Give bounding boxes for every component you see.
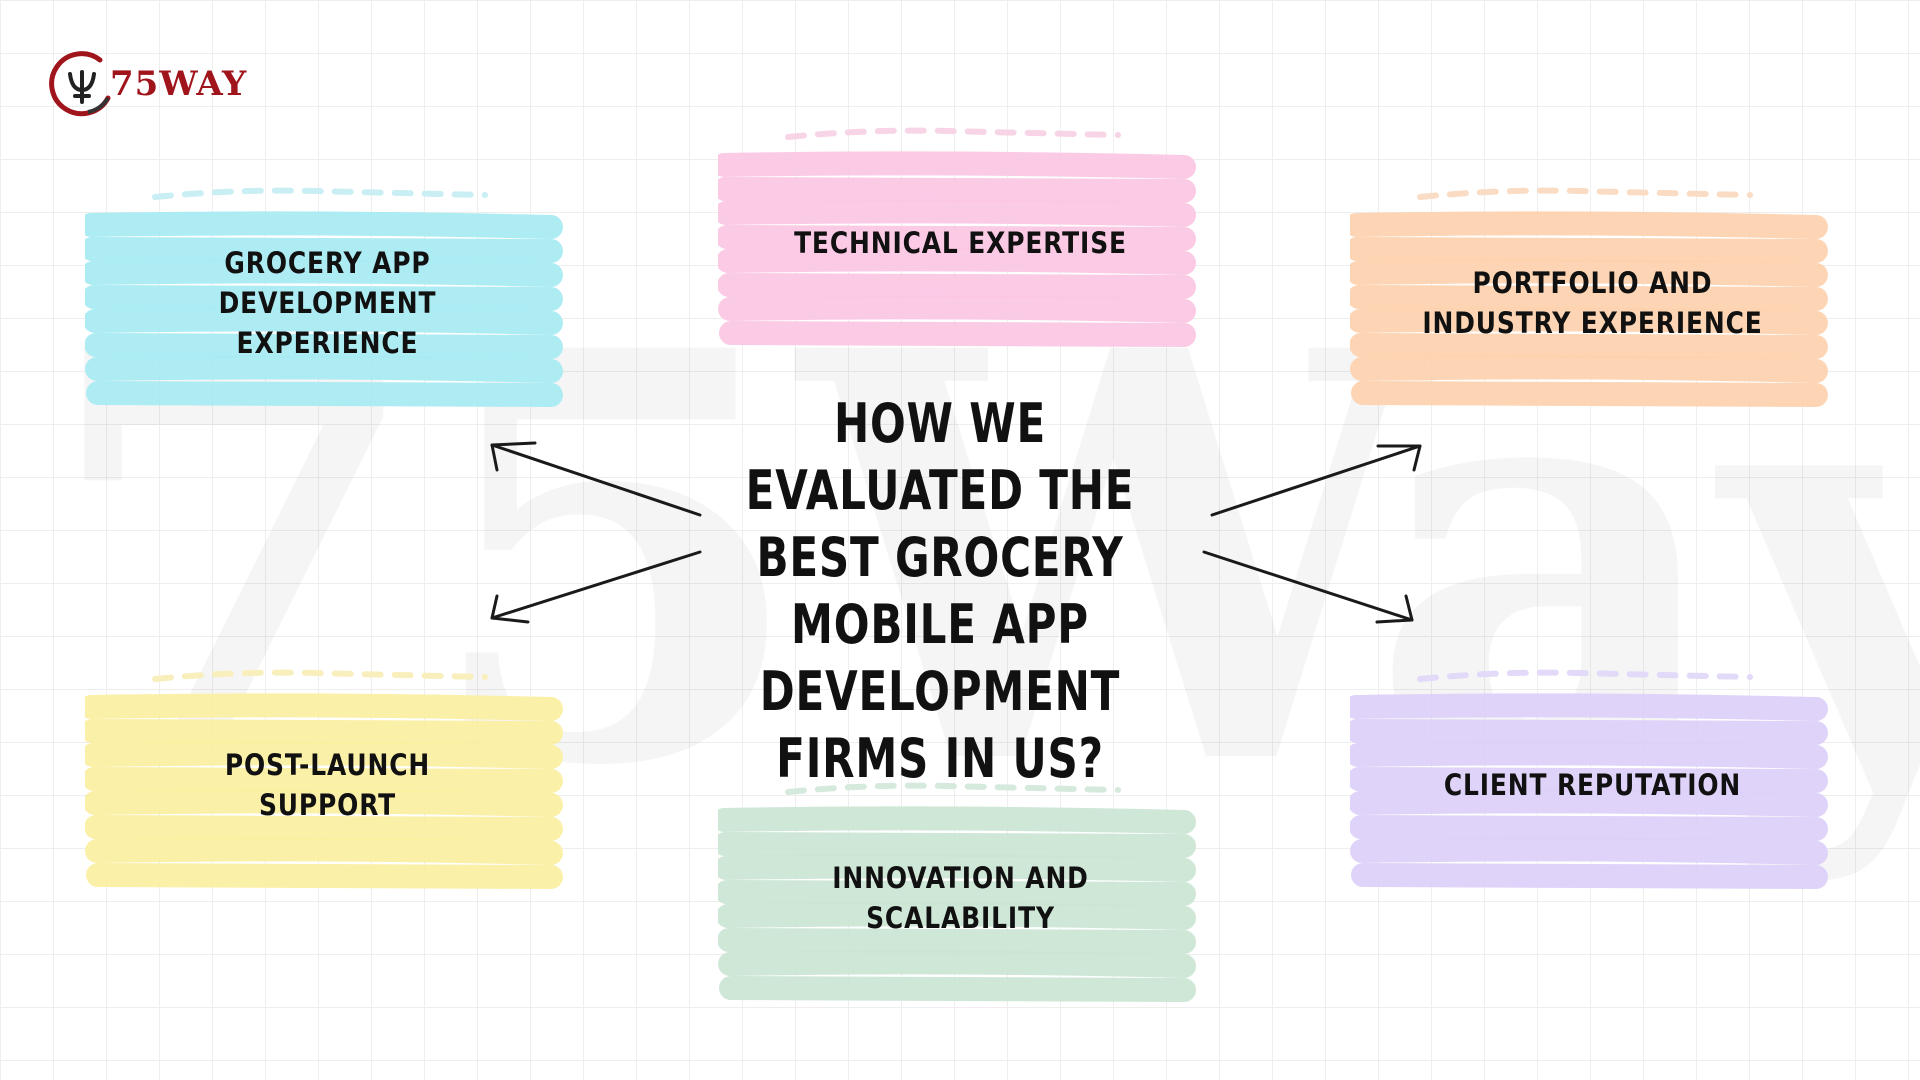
card-label: CLIENT REPUTATION	[1443, 767, 1742, 802]
card-highlight-shape	[718, 127, 1196, 347]
dashed-accent-line	[1417, 187, 1753, 200]
marker-stroke	[718, 902, 1196, 930]
marker-stroke	[85, 815, 563, 841]
marker-stroke	[86, 863, 563, 889]
marker-stroke	[718, 928, 1196, 954]
marker-stroke	[1350, 259, 1828, 287]
marker-stroke	[718, 225, 1196, 251]
marker-stroke	[85, 719, 563, 745]
card-post-launch-support: POST-LAUNCH SUPPORT	[85, 667, 570, 889]
card-client-reputation: CLIENT REPUTATION	[1350, 667, 1835, 889]
marker-stroke	[1350, 741, 1828, 769]
marker-stroke	[86, 381, 563, 407]
marker-stroke	[1350, 693, 1828, 721]
marker-stroke	[718, 950, 1196, 978]
marker-stroke	[85, 211, 563, 239]
card-highlight-shape	[85, 187, 563, 407]
marker-stroke	[85, 741, 563, 769]
marker-stroke	[85, 259, 563, 287]
marker-stroke	[85, 307, 563, 335]
marker-stroke	[718, 832, 1196, 858]
marker-stroke	[718, 806, 1196, 834]
arrow-to-reputation	[1202, 550, 1414, 624]
marker-stroke	[1350, 307, 1828, 335]
marker-stroke	[85, 837, 563, 865]
marker-stroke	[1350, 789, 1828, 817]
marker-stroke	[718, 247, 1196, 275]
marker-stroke	[1351, 381, 1828, 407]
marker-stroke	[85, 237, 563, 263]
card-label: TECHNICAL EXPERTISE	[794, 225, 1127, 260]
marker-stroke	[1350, 355, 1828, 383]
card-label: PORTFOLIO AND INDUSTRY EXPERIENCE	[1422, 265, 1763, 340]
marker-stroke	[718, 199, 1196, 227]
dashed-accent-line	[152, 669, 488, 682]
marker-stroke	[1350, 719, 1828, 745]
card-label: INNOVATION AND SCALABILITY	[832, 860, 1089, 935]
marker-stroke	[718, 273, 1196, 299]
card-highlight-shape	[1350, 669, 1828, 889]
marker-stroke	[1350, 815, 1828, 841]
arrow-to-postlaunch	[490, 550, 702, 624]
card-label: GROCERY APP DEVELOPMENT EXPERIENCE	[218, 245, 437, 360]
marker-stroke	[1351, 863, 1828, 889]
page-title: HOW WE EVALUATED THE BEST GROCERY MOBILE…	[745, 392, 1135, 790]
marker-stroke	[85, 285, 563, 311]
marker-stroke	[1350, 837, 1828, 865]
marker-stroke	[719, 976, 1196, 1002]
dashed-accent-line	[785, 127, 1121, 140]
arrow-to-grocery	[490, 441, 702, 517]
logo-emblem-icon	[49, 51, 111, 117]
marker-stroke	[1350, 767, 1828, 793]
brand-logo[interactable]: 75WAY	[48, 50, 268, 120]
card-grocery-app-development-experience: GROCERY APP DEVELOPMENT EXPERIENCE	[85, 185, 570, 407]
marker-stroke	[85, 789, 563, 817]
card-highlight-shape	[718, 782, 1196, 1002]
card-technical-expertise: TECHNICAL EXPERTISE	[718, 125, 1203, 347]
marker-stroke	[718, 177, 1196, 203]
marker-stroke	[1350, 211, 1828, 239]
dashed-accent-line	[1417, 669, 1753, 682]
card-highlight-shape	[85, 669, 563, 889]
marker-stroke	[719, 321, 1196, 347]
card-highlight-shape	[1350, 187, 1828, 407]
arrow-to-portfolio	[1210, 444, 1422, 517]
marker-stroke	[718, 151, 1196, 179]
dashed-accent-line	[785, 782, 1121, 795]
card-label: POST-LAUNCH SUPPORT	[224, 747, 431, 822]
marker-stroke	[85, 333, 563, 359]
marker-stroke	[718, 854, 1196, 882]
marker-stroke	[1350, 333, 1828, 359]
marker-stroke	[85, 693, 563, 721]
marker-stroke	[85, 767, 563, 793]
marker-stroke	[718, 295, 1196, 323]
logo-text: 75WAY	[110, 64, 248, 104]
dashed-accent-line	[152, 187, 488, 200]
card-innovation-and-scalability: INNOVATION AND SCALABILITY	[718, 780, 1203, 1002]
marker-stroke	[85, 355, 563, 383]
marker-stroke	[1350, 285, 1828, 311]
marker-stroke	[1350, 237, 1828, 263]
marker-stroke	[718, 880, 1196, 906]
card-portfolio-and-industry-experience: PORTFOLIO AND INDUSTRY EXPERIENCE	[1350, 185, 1835, 407]
